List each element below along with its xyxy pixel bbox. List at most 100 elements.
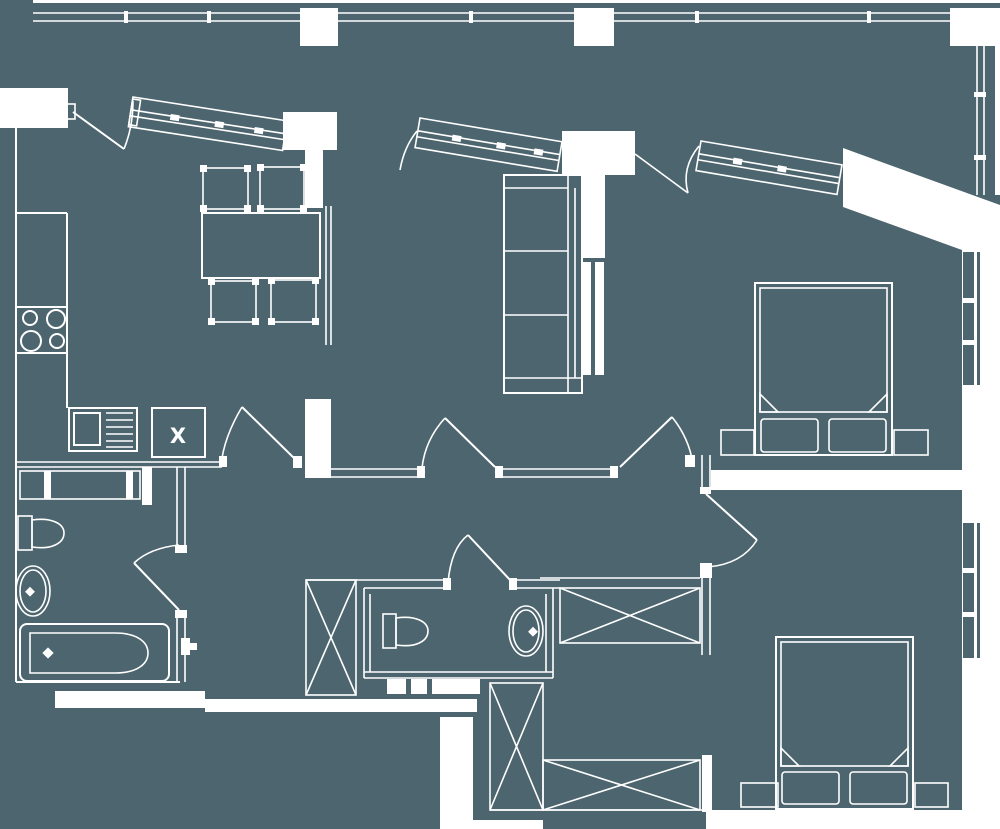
wall-pier <box>562 131 635 175</box>
mullion <box>207 11 211 23</box>
door-jamb <box>219 456 227 467</box>
slanted-window-2 <box>414 117 563 173</box>
window-reveal-arc <box>685 145 700 194</box>
door-jamb <box>293 456 302 468</box>
door-swing-arc <box>447 534 469 584</box>
bed-1 <box>754 282 893 456</box>
door-jamb <box>685 455 695 467</box>
door-swing-arc <box>220 406 243 466</box>
bed-2 <box>775 636 914 810</box>
tap <box>528 626 538 637</box>
door-swing-arc <box>707 539 758 568</box>
chair <box>257 164 307 212</box>
hall-wall <box>220 399 711 494</box>
bathtub <box>19 623 170 682</box>
bedroom-2 <box>706 636 1000 829</box>
door-swing-arc <box>421 417 446 469</box>
door-bedroom1 <box>619 416 695 468</box>
chair <box>200 165 251 212</box>
kitchen: X <box>16 212 227 468</box>
appliance-x-label: X <box>170 424 186 448</box>
wall <box>55 691 205 708</box>
chair <box>268 277 319 325</box>
sheet-fold <box>888 746 909 767</box>
wall-pier <box>583 170 605 258</box>
dining-area <box>200 150 332 345</box>
towel-radiator <box>19 470 141 500</box>
toilet-1 <box>17 515 65 551</box>
door-stop <box>181 638 197 655</box>
kitchen-sink <box>68 407 138 452</box>
sheet-fold <box>867 392 888 413</box>
washing-machine: X <box>151 407 206 458</box>
radiator <box>583 262 604 375</box>
door-bathroom1 <box>133 544 180 611</box>
door-jamb <box>509 578 517 590</box>
door-leaf <box>133 562 180 611</box>
pillow <box>849 771 908 805</box>
door-swing-arc <box>133 544 180 564</box>
wall <box>432 679 480 694</box>
wall <box>411 679 427 694</box>
mullion <box>124 11 128 23</box>
wardrobe-4 <box>542 759 701 811</box>
pillow <box>760 418 819 453</box>
dining-table <box>201 212 321 279</box>
door-swing-arc <box>123 100 134 150</box>
wall <box>205 699 477 712</box>
angled-wall <box>843 148 1000 250</box>
nightstand <box>720 429 755 456</box>
pillow <box>828 418 887 453</box>
door-leaf <box>444 417 496 468</box>
sink-1 <box>15 565 51 617</box>
wall <box>702 755 712 812</box>
hob <box>20 309 66 352</box>
slanted-window-1 <box>127 96 289 152</box>
right-exterior <box>843 45 1000 829</box>
door-living-1 <box>220 406 302 468</box>
wall-pier <box>574 8 614 46</box>
exterior-wall <box>440 820 543 829</box>
wall <box>387 679 406 694</box>
door-bathroom2 <box>447 534 512 584</box>
door-leaf <box>241 406 298 462</box>
mullion <box>695 11 699 23</box>
pillow <box>781 771 840 805</box>
wall-pier <box>305 150 323 208</box>
wardrobe-1 <box>305 579 357 696</box>
wall-connector <box>634 153 689 194</box>
wall <box>142 467 152 505</box>
door-bedroom2 <box>700 493 758 574</box>
wardrobe-2 <box>559 587 701 644</box>
nightstand <box>740 782 779 808</box>
nightstand <box>914 782 949 808</box>
wall-pier <box>0 88 68 128</box>
top-window-band <box>33 0 1000 46</box>
mullion <box>469 11 473 23</box>
door-jamb <box>65 103 76 120</box>
bathroom-1 <box>15 467 205 708</box>
nightstand <box>893 429 929 456</box>
bedroom2-window <box>963 523 980 658</box>
door-jamb <box>175 545 187 553</box>
wall-pier <box>283 112 337 150</box>
door-leaf <box>705 493 758 541</box>
door-leaf <box>72 111 125 150</box>
sofa <box>503 174 583 394</box>
exterior-wall <box>440 717 473 829</box>
door-jamb <box>443 578 451 590</box>
door-jamb <box>610 466 618 478</box>
tap <box>25 586 35 597</box>
wardrobe-3 <box>489 682 544 811</box>
door-living-2 <box>421 417 503 478</box>
sink-2 <box>508 605 544 657</box>
bedroom-1 <box>720 282 929 456</box>
wall-pier <box>950 8 1000 46</box>
bedroom1-window <box>963 252 980 385</box>
chair <box>208 278 259 325</box>
wall-pier <box>300 8 338 46</box>
sheet-fold <box>759 392 780 413</box>
door-leaf <box>467 534 512 582</box>
wall <box>711 470 962 490</box>
